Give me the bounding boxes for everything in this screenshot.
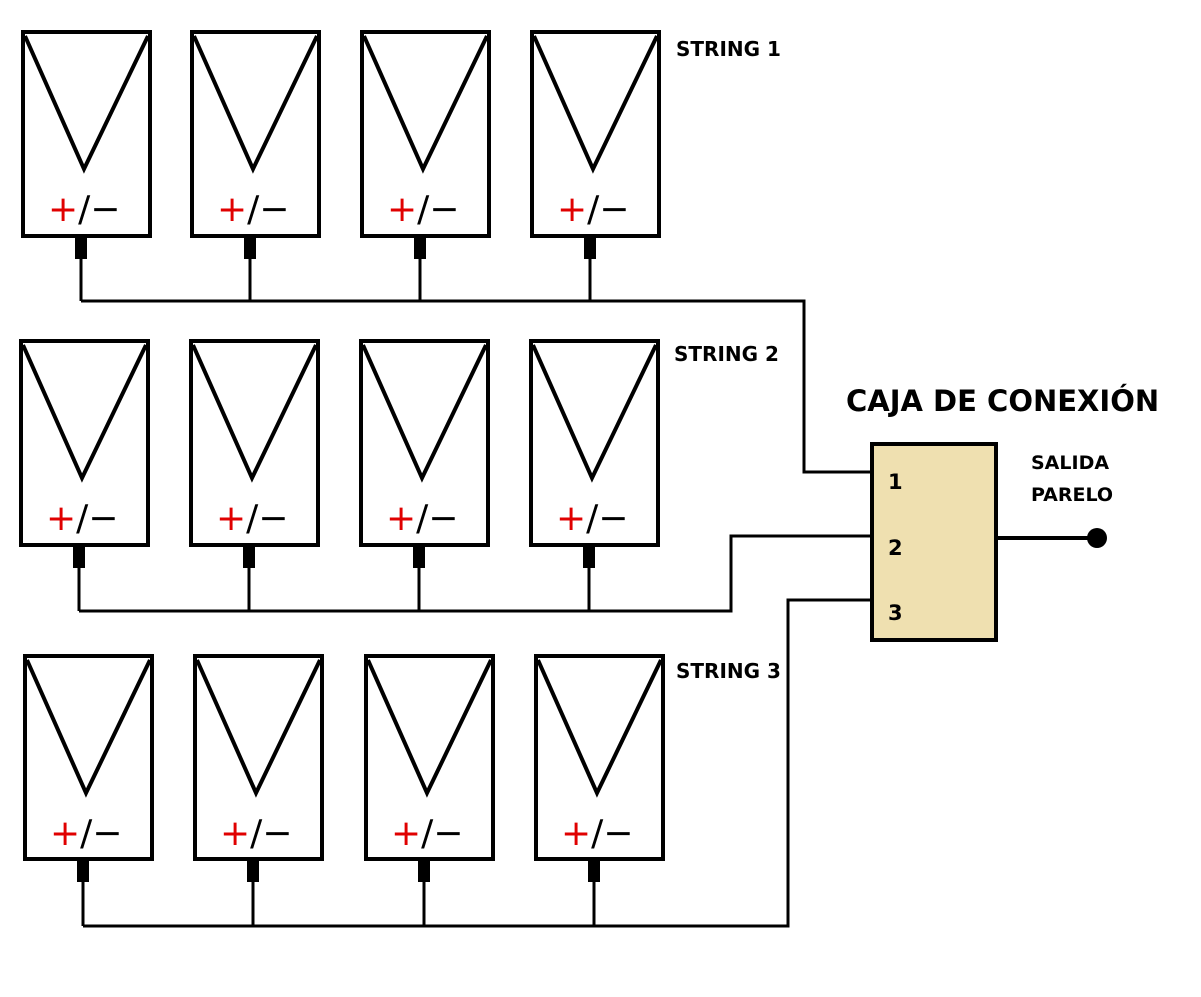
panel-connector: [588, 859, 600, 882]
panel-s3-4: +/−: [534, 654, 665, 882]
panel-frame: [529, 339, 660, 547]
panel-s2-3: +/−: [359, 339, 490, 568]
panel-connector: [77, 859, 89, 882]
panel-connector: [244, 236, 256, 259]
output-terminal-dot: [1087, 528, 1107, 548]
panel-v-mark: [23, 35, 150, 174]
panel-frame: [359, 339, 490, 547]
panel-v-mark: [362, 35, 489, 174]
panel-v-mark: [366, 659, 493, 798]
panel-v-mark: [361, 344, 488, 483]
polarity-label: +/−: [217, 189, 289, 230]
panel-frame: [19, 339, 150, 547]
string-1-label: STRING 1: [676, 37, 781, 61]
panel-connector: [247, 859, 259, 882]
output-label-line2: PARELO: [1031, 484, 1113, 506]
solar-panels-group: +/− +/− +/− +/− +/− +/− +/− +/− +/− +/− +/− +/−: [19, 30, 665, 882]
string-3-bus: [83, 598, 872, 928]
panel-connector: [418, 859, 430, 882]
polarity-label: +/−: [50, 813, 122, 854]
panel-frame: [189, 339, 320, 547]
panel-s3-3: +/−: [364, 654, 495, 882]
panel-s1-2: +/−: [190, 30, 321, 259]
panel-connector: [243, 545, 255, 568]
panel-s1-3: +/−: [360, 30, 491, 259]
panel-s2-2: +/−: [189, 339, 320, 568]
panel-s1-1: +/−: [21, 30, 152, 259]
string-2-label: STRING 2: [674, 342, 779, 366]
panel-frame: [21, 30, 152, 238]
junction-input-1: 1: [888, 470, 903, 494]
panel-v-mark: [25, 659, 152, 798]
polarity-label: +/−: [46, 498, 118, 539]
panel-s3-2: +/−: [193, 654, 324, 882]
wiring-group: [77, 259, 872, 928]
panel-s3-1: +/−: [23, 654, 154, 882]
panel-s2-4: +/−: [529, 339, 660, 568]
panel-frame: [360, 30, 491, 238]
junction-box: [870, 442, 998, 642]
panel-v-mark: [195, 659, 322, 798]
panel-frame: [190, 30, 321, 238]
polarity-label: +/−: [386, 498, 458, 539]
panel-v-mark: [536, 659, 663, 798]
junction-box-title: CAJA DE CONEXIÓN: [846, 384, 1159, 418]
panel-connector: [583, 545, 595, 568]
polarity-label: +/−: [387, 189, 459, 230]
panel-frame: [534, 654, 665, 861]
panel-v-mark: [192, 35, 319, 174]
string-1-bus: [81, 299, 872, 474]
polarity-label: +/−: [48, 189, 120, 230]
polarity-label: +/−: [216, 498, 288, 539]
junction-input-3: 3: [888, 601, 903, 625]
panel-s2-1: +/−: [19, 339, 150, 568]
panel-connector: [73, 545, 85, 568]
output-label-line1: SALIDA: [1031, 452, 1109, 474]
panel-v-mark: [191, 344, 318, 483]
polarity-label: +/−: [557, 189, 629, 230]
polarity-label: +/−: [556, 498, 628, 539]
panel-connector: [75, 236, 87, 259]
panel-v-mark: [532, 35, 659, 174]
junction-input-2: 2: [888, 536, 903, 560]
polarity-label: +/−: [391, 813, 463, 854]
panel-v-mark: [21, 344, 148, 483]
panel-connector: [584, 236, 596, 259]
string-3-label: STRING 3: [676, 659, 781, 683]
panel-connector: [413, 545, 425, 568]
polarity-label: +/−: [561, 813, 633, 854]
polarity-label: +/−: [220, 813, 292, 854]
panel-v-mark: [531, 344, 658, 483]
panel-s1-4: +/−: [530, 30, 661, 259]
string-2-bus: [79, 534, 872, 613]
panel-connector: [414, 236, 426, 259]
